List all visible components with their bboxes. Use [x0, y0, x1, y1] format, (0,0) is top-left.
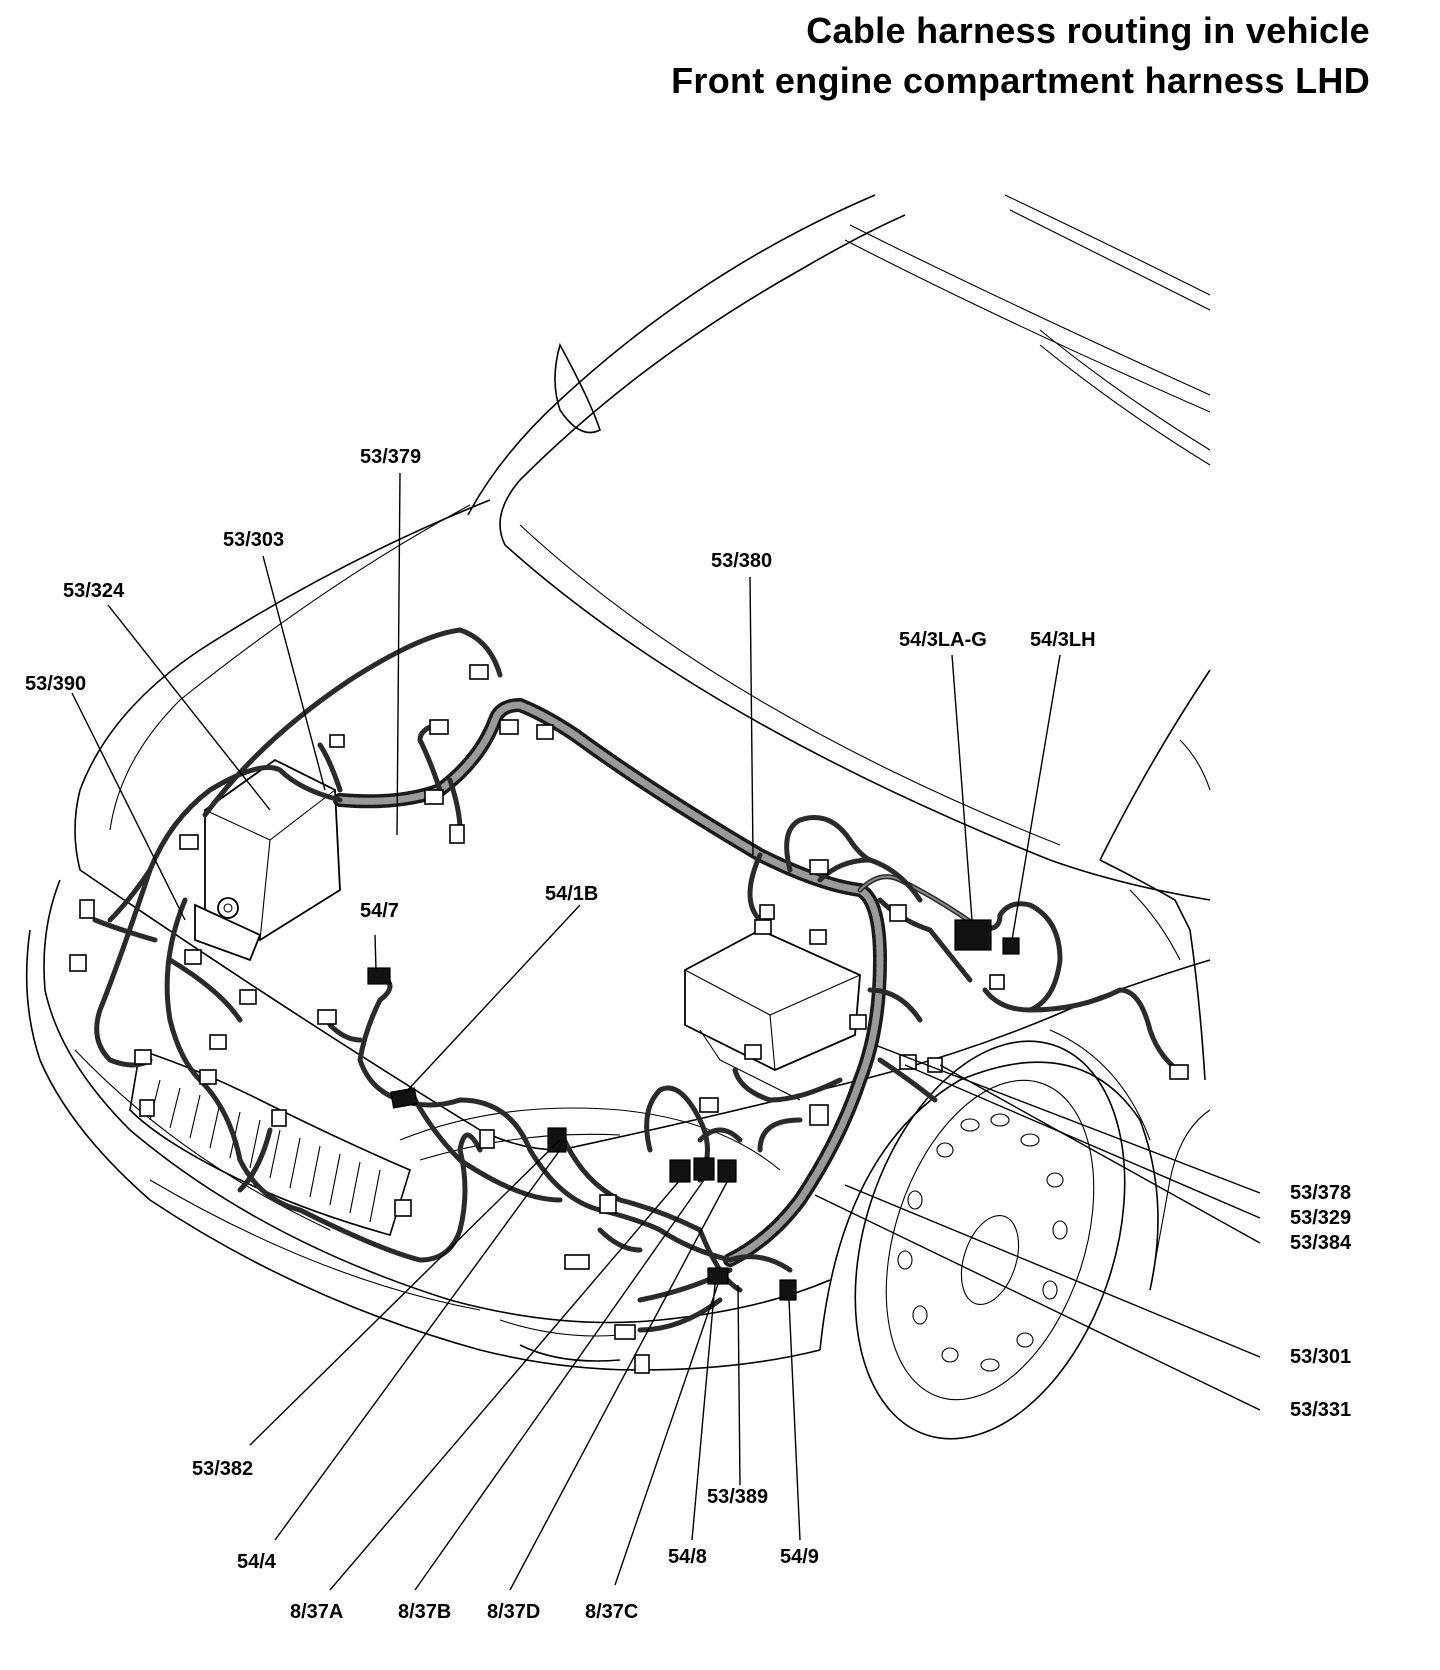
label-53-384: 53/384: [1290, 1232, 1352, 1254]
connector: [699, 1097, 719, 1113]
connector: [394, 1199, 412, 1217]
connector: [599, 1194, 617, 1214]
label-53-390: 53/390: [25, 673, 86, 695]
diagram-subtitle: Front engine compartment harness LHD: [671, 60, 1370, 101]
connector: [209, 1034, 227, 1050]
connector: [329, 734, 345, 748]
connector: [759, 904, 775, 920]
label-53-378: 53/378: [1290, 1182, 1351, 1204]
relay-box: [684, 928, 861, 1101]
connector: [634, 1354, 650, 1374]
connector: [809, 929, 827, 945]
connector: [564, 1254, 590, 1270]
connector: [809, 859, 829, 875]
connector: [424, 789, 444, 805]
connector: [744, 1044, 762, 1060]
connector: [479, 1129, 495, 1149]
connector: [449, 824, 465, 844]
connector: [134, 1049, 152, 1065]
label-8-37c: 8/37C: [585, 1601, 638, 1623]
connector: [1169, 1064, 1189, 1080]
label-54-9: 54/9: [780, 1546, 819, 1568]
connector-54-9: [779, 1279, 797, 1301]
connector: [199, 1069, 217, 1085]
label-53-382: 53/382: [192, 1458, 253, 1480]
connector: [139, 1099, 155, 1117]
label-54-1b: 54/1B: [545, 883, 598, 905]
connector: [69, 954, 87, 972]
label-53-303: 53/303: [223, 529, 284, 551]
connector: [989, 974, 1005, 990]
connector-54-3lh: [1002, 937, 1020, 955]
connector: [79, 899, 95, 919]
connector: [809, 1104, 829, 1126]
label-8-37b: 8/37B: [398, 1601, 451, 1623]
connector-54-7: [367, 967, 391, 985]
connector-54-4: [547, 1127, 567, 1153]
label-8-37a: 8/37A: [290, 1601, 343, 1623]
connector: [754, 919, 772, 935]
label-54-7: 54/7: [360, 900, 399, 922]
label-54-4: 54/4: [237, 1551, 277, 1573]
connector: [469, 664, 489, 680]
label-53-329: 53/329: [1290, 1207, 1351, 1229]
connector: [429, 719, 449, 735]
label-53-301: 53/301: [1290, 1346, 1351, 1368]
label-8-37d: 8/37D: [487, 1601, 540, 1623]
connector: [614, 1324, 636, 1340]
harness-connectors: [69, 664, 1189, 1374]
label-54-8: 54/8: [668, 1546, 707, 1568]
label-53-331: 53/331: [1290, 1399, 1351, 1421]
connector-8-37d: [717, 1159, 737, 1183]
connector-54-3la-g: [954, 919, 992, 951]
connector: [536, 724, 554, 740]
car-body-outline: [25, 194, 1211, 1371]
connector: [179, 834, 199, 850]
left-reservoir: [194, 758, 341, 962]
label-54-3lh: 54/3LH: [1030, 629, 1096, 651]
connector-8-37a: [669, 1159, 691, 1183]
connector: [271, 1109, 287, 1127]
callout-labels: 53/379 53/303 53/324 53/390 53/380 54/3L…: [25, 446, 1352, 1623]
connector: [239, 989, 257, 1005]
connector: [317, 1009, 337, 1025]
label-53-380: 53/380: [711, 550, 772, 572]
connector: [889, 904, 907, 922]
connector: [499, 719, 519, 735]
front-wheel: [854, 1040, 1126, 1440]
label-53-389: 53/389: [707, 1486, 768, 1508]
connector: [184, 949, 202, 965]
label-54-3la-g: 54/3LA-G: [899, 629, 987, 651]
diagram-title: Cable harness routing in vehicle: [806, 10, 1370, 51]
wiring-harness: [92, 627, 1188, 1333]
grille: [129, 1048, 411, 1236]
connector-8-37b: [693, 1157, 715, 1181]
leader-lines: [71, 472, 1261, 1591]
connector: [849, 1014, 867, 1030]
connector-54-1b: [390, 1087, 418, 1109]
label-53-324: 53/324: [63, 580, 125, 602]
connector-54-8: [707, 1267, 729, 1285]
label-53-379: 53/379: [360, 446, 421, 468]
